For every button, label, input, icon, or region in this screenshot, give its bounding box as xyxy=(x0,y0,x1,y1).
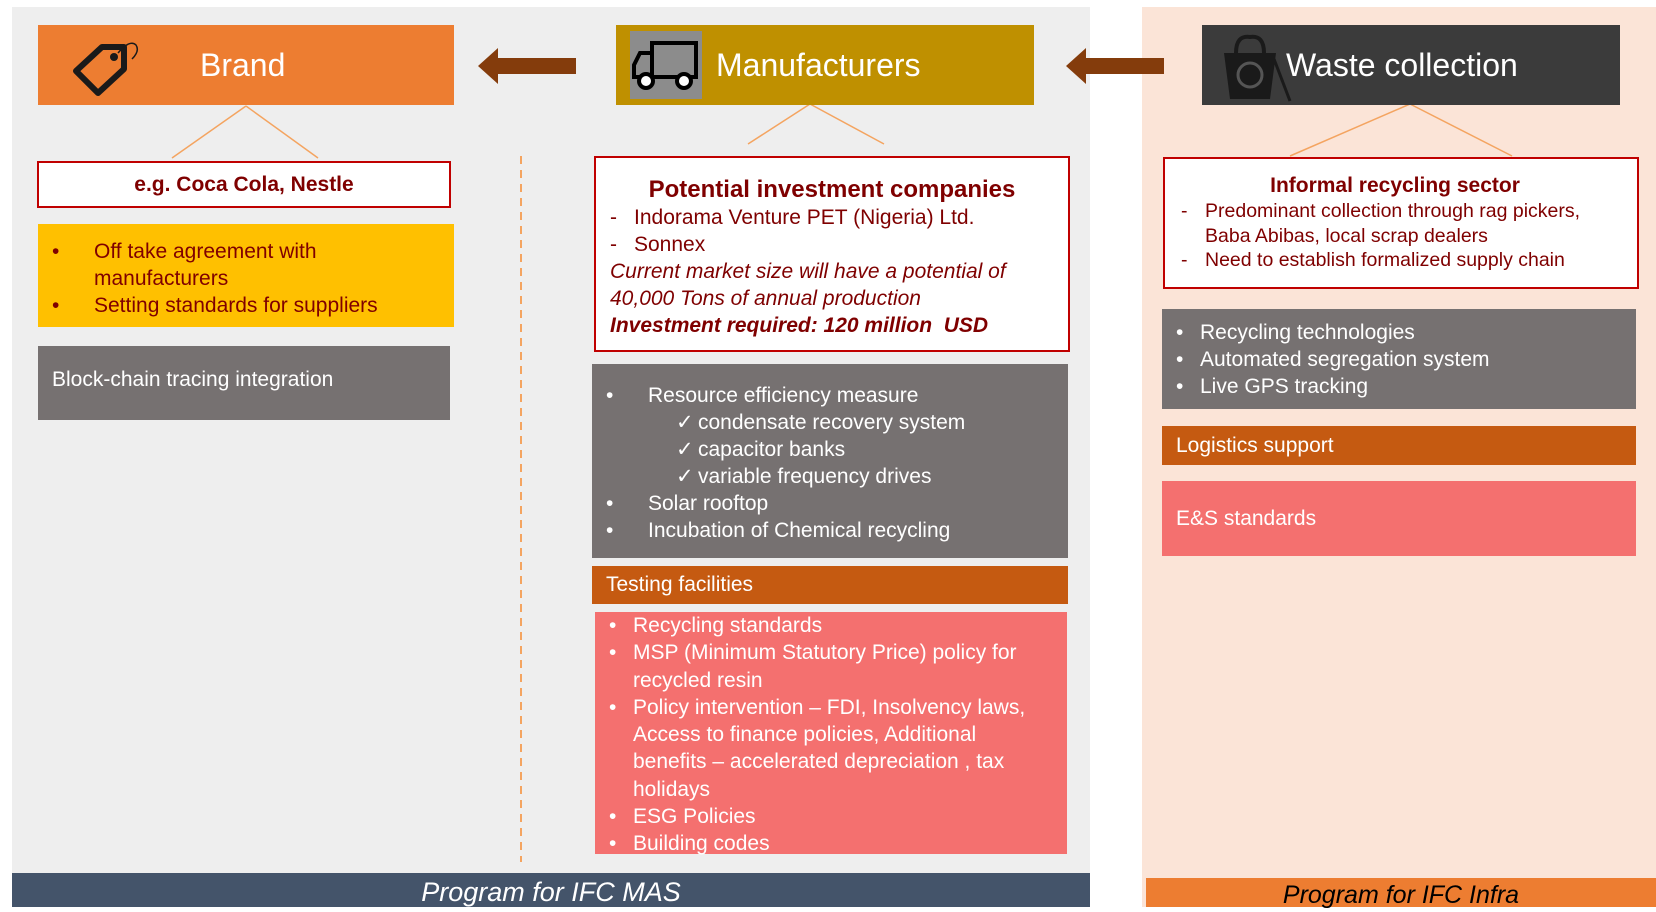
policy-box: Recycling standards MSP (Minimum Statuto… xyxy=(595,612,1067,858)
logistics-support-bar: Logistics support xyxy=(1162,426,1636,465)
list-item: Live GPS tracking xyxy=(1162,373,1636,400)
list-item: condensate recovery system xyxy=(592,409,1068,436)
waste-bin-icon xyxy=(1216,29,1292,111)
informal-sector-title: Informal recycling sector xyxy=(1270,174,1520,197)
list-item: ESG Policies xyxy=(595,803,1053,831)
blockchain-box: Block-chain tracing integration xyxy=(38,346,450,420)
footer-ifc-infra-label: Program for IFC Infra xyxy=(1282,881,1520,909)
list-item: Off take agreement with manufacturers xyxy=(38,238,454,292)
brand-example: e.g. Coca Cola, Nestle xyxy=(134,173,354,196)
footer-ifc-mas: Program for IFC MAS xyxy=(12,873,1090,907)
brand-header: Brand xyxy=(38,25,454,105)
resource-efficiency-box: Resource efficiency measure condensate r… xyxy=(592,364,1068,558)
testing-facilities-bar: Testing facilities xyxy=(592,566,1068,604)
list-item: Resource efficiency measure xyxy=(592,382,1068,409)
waste-collection-header: Waste collection xyxy=(1202,25,1620,105)
price-tag-icon xyxy=(66,37,146,107)
informal-sector-box: Informal recycling sector Predominant co… xyxy=(1163,157,1639,289)
list-item: Incubation of Chemical recycling xyxy=(592,517,1068,544)
truck-icon xyxy=(630,31,702,99)
recycling-tech-box: Recycling technologies Automated segrega… xyxy=(1162,309,1636,409)
logistics-support-label: Logistics support xyxy=(1176,434,1334,457)
footer-ifc-infra: Program for IFC Infra xyxy=(1146,878,1656,909)
company-list: Indorama Venture PET (Nigeria) Ltd. Sonn… xyxy=(596,204,1068,258)
list-item: Solar rooftop xyxy=(592,490,1068,517)
brand-bullet-list: Off take agreement with manufacturers Se… xyxy=(38,238,454,319)
brand-example-box: e.g. Coca Cola, Nestle xyxy=(37,161,451,208)
list-item: Policy intervention – FDI, Insolvency la… xyxy=(595,694,1053,803)
policy-list: Recycling standards MSP (Minimum Statuto… xyxy=(595,612,1053,858)
market-size-note: Current market size will have a potentia… xyxy=(610,260,1006,310)
footer-ifc-mas-label: Program for IFC MAS xyxy=(421,877,681,907)
manufacturers-title: Manufacturers xyxy=(716,47,921,83)
list-item: variable frequency drives xyxy=(592,463,1068,490)
list-item: Automated segregation system xyxy=(1162,346,1636,373)
brand-title: Brand xyxy=(200,47,286,83)
list-item: Sonnex xyxy=(596,231,1068,258)
manufacturers-header: Manufacturers xyxy=(616,25,1034,105)
list-item: Recycling technologies xyxy=(1162,319,1636,346)
investment-box-title: Potential investment companies xyxy=(648,176,1016,203)
es-standards-box: E&S standards xyxy=(1162,481,1636,556)
list-item: MSP (Minimum Statutory Price) policy for… xyxy=(595,639,1053,694)
investment-companies-box: Potential investment companies Indorama … xyxy=(594,156,1070,352)
arrow-to-manufacturers xyxy=(1066,48,1164,84)
arrow-to-brand xyxy=(478,48,576,84)
waste-collection-title: Waste collection xyxy=(1286,47,1518,83)
list-item: Need to establish formalized supply chai… xyxy=(1165,248,1625,273)
resource-efficiency-list: Resource efficiency measure condensate r… xyxy=(592,382,1068,544)
list-item: Setting standards for suppliers xyxy=(38,292,454,319)
list-item: capacitor banks xyxy=(592,436,1068,463)
list-item: Recycling standards xyxy=(595,612,1053,640)
es-standards-label: E&S standards xyxy=(1176,507,1317,530)
testing-facilities-label: Testing facilities xyxy=(606,573,754,596)
blockchain-label: Block-chain tracing integration xyxy=(52,368,334,391)
informal-sector-list: Predominant collection through rag picke… xyxy=(1165,199,1625,273)
list-item: Predominant collection through rag picke… xyxy=(1165,199,1625,248)
investment-required: Investment required: 120 million USD xyxy=(610,314,989,337)
brand-bullets-box: Off take agreement with manufacturers Se… xyxy=(38,224,454,327)
list-item: Indorama Venture PET (Nigeria) Ltd. xyxy=(596,204,1068,231)
recycling-tech-list: Recycling technologies Automated segrega… xyxy=(1162,319,1636,400)
list-item: Building codes xyxy=(595,830,1053,858)
